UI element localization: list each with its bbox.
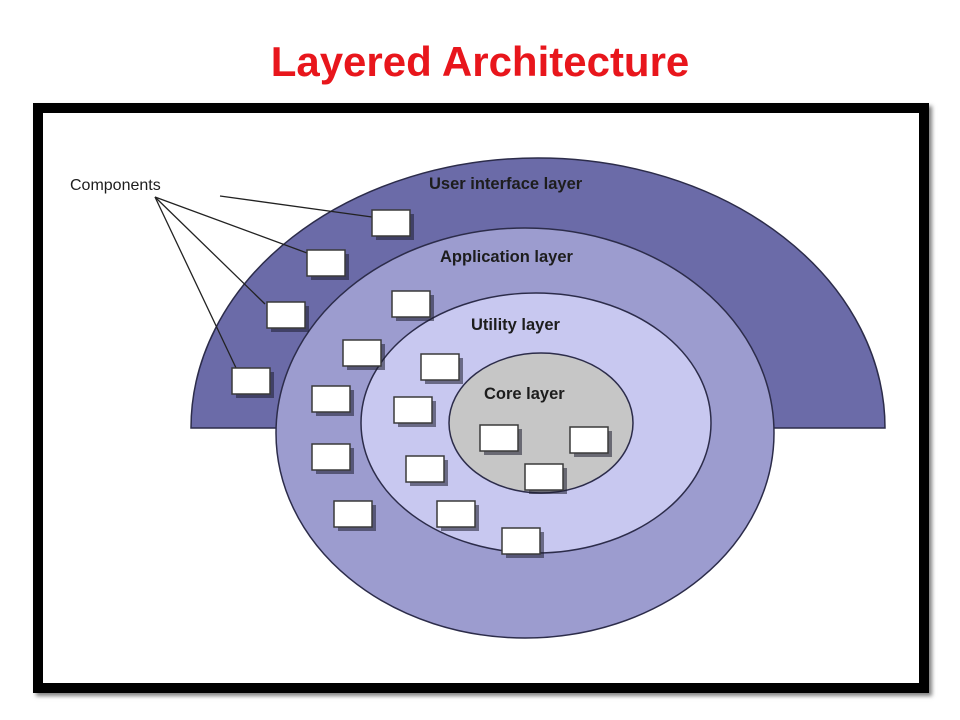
leader-line — [154, 196, 266, 305]
application-layer-label: Application layer — [440, 248, 574, 266]
core-layer-label: Core layer — [484, 385, 565, 403]
component-box — [524, 463, 564, 491]
components-group — [231, 209, 609, 555]
component-box — [231, 367, 271, 395]
utility-layer-label: Utility layer — [471, 316, 561, 334]
component-box — [311, 385, 351, 413]
diagram-frame: User interface layer Application layer U… — [33, 103, 929, 693]
page-title: Layered Architecture — [270, 38, 690, 85]
component-box — [342, 339, 382, 367]
component-box — [405, 455, 445, 483]
leader-line — [154, 196, 308, 254]
component-box — [306, 249, 346, 277]
component-box — [333, 500, 373, 528]
leader-line — [154, 196, 238, 371]
component-box — [501, 527, 541, 555]
layered-architecture-diagram: User interface layer Application layer U… — [70, 157, 886, 639]
component-box — [479, 424, 519, 452]
component-box — [371, 209, 411, 237]
user-interface-layer-label: User interface layer — [429, 175, 583, 193]
components-label: Components — [70, 177, 161, 194]
component-box — [391, 290, 431, 318]
component-box — [436, 500, 476, 528]
component-box — [266, 301, 306, 329]
component-box — [393, 396, 433, 424]
component-box — [311, 443, 351, 471]
component-box — [420, 353, 460, 381]
component-box — [569, 426, 609, 454]
leader-line — [219, 195, 373, 218]
